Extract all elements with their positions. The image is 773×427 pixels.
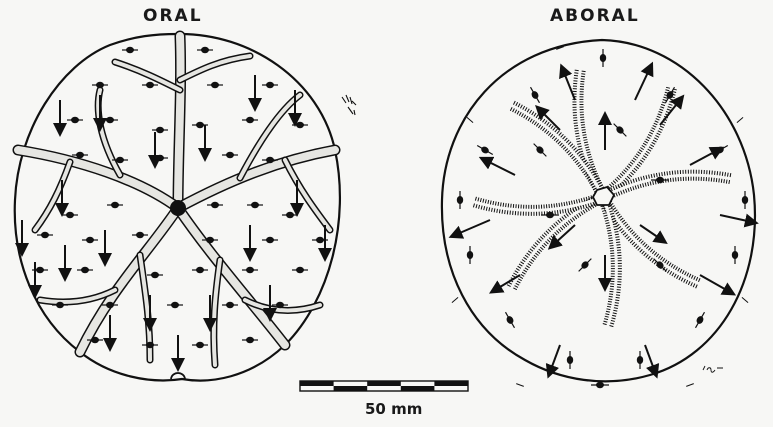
pore-tick (467, 117, 473, 122)
dash-dot-marker (467, 246, 473, 264)
artist-signature (703, 366, 723, 372)
flow-arrow (495, 275, 520, 290)
flow-arrow (690, 150, 718, 165)
flow-arrow (720, 215, 752, 222)
aboral-flow-markers (452, 47, 752, 389)
flow-arrow (550, 345, 560, 372)
dash-dot-marker (530, 87, 540, 103)
flow-arrow (645, 345, 655, 372)
dash-dot-marker (505, 312, 515, 328)
dash-dot-marker (600, 49, 606, 67)
pore-tick (516, 384, 524, 387)
dash-dot-marker (107, 202, 123, 208)
dash-dot-marker (292, 267, 308, 273)
dash-dot-marker (579, 259, 592, 272)
flow-arrow (640, 225, 662, 240)
dash-dot-marker (292, 122, 308, 128)
dash-dot-marker (534, 144, 547, 157)
dash-dot-marker (197, 47, 213, 53)
dash-dot-marker (147, 272, 163, 278)
dash-dot-marker (192, 267, 208, 273)
flow-arrow (635, 68, 650, 100)
scale-bar-segment (367, 381, 401, 386)
groove-fill (178, 208, 285, 345)
scale-bar-segment (434, 381, 468, 386)
flow-arrow (540, 110, 560, 130)
dash-dot-marker (637, 351, 643, 369)
mouth (170, 200, 186, 216)
dash-dot-marker (541, 212, 559, 218)
dash-dot-marker (37, 232, 53, 238)
scale-bar-segment (300, 381, 334, 386)
dash-dot-marker (247, 202, 263, 208)
scale-bar (300, 381, 468, 391)
dash-dot-marker (242, 267, 258, 273)
dash-dot-marker (262, 237, 278, 243)
dash-dot-marker (614, 124, 627, 137)
flow-arrow (455, 220, 490, 235)
flow-arrow (485, 160, 515, 175)
flow-arrow (563, 70, 575, 100)
dash-dot-marker (222, 302, 238, 308)
dash-dot-marker (742, 191, 748, 209)
dash-dot-marker (62, 212, 78, 218)
dash-dot-marker (67, 117, 83, 123)
dash-dot-marker (92, 82, 108, 88)
flow-arrow (700, 275, 730, 292)
dash-dot-marker (207, 82, 223, 88)
scale-bar-segment (401, 386, 435, 391)
pore-tick (742, 297, 748, 302)
scale-bar-segment (334, 386, 368, 391)
petaloid-band (511, 105, 603, 197)
dash-dot-marker (591, 382, 609, 388)
dash-dot-marker (142, 82, 158, 88)
dash-dot-marker (207, 202, 223, 208)
oral-view-diagram (15, 34, 340, 381)
dash-dot-marker (567, 351, 573, 369)
pore-tick (686, 384, 694, 387)
groove-fill (178, 36, 181, 208)
debris-fragment (342, 95, 356, 115)
dash-dot-marker (712, 145, 728, 155)
dash-dot-marker (695, 312, 705, 328)
dash-dot-marker (477, 145, 493, 155)
dash-dot-marker (77, 267, 93, 273)
scale-bar-label: 50 mm (365, 400, 422, 418)
dash-dot-marker (222, 152, 238, 158)
dash-dot-marker (242, 337, 258, 343)
dash-dot-marker (242, 117, 258, 123)
dash-dot-marker (262, 82, 278, 88)
dash-dot-marker (102, 117, 118, 123)
dash-dot-marker (167, 302, 183, 308)
dash-dot-marker (282, 212, 298, 218)
dash-dot-marker (732, 246, 738, 264)
dash-dot-marker (457, 191, 463, 209)
groove-fill (80, 208, 178, 352)
pore-tick (452, 297, 458, 302)
dash-dot-marker (132, 232, 148, 238)
pore-tick (737, 117, 743, 122)
dash-dot-marker (192, 342, 208, 348)
dash-dot-marker (122, 47, 138, 53)
aboral-view-diagram (442, 40, 755, 388)
dash-dot-marker (82, 237, 98, 243)
dash-dot-marker (142, 342, 158, 348)
